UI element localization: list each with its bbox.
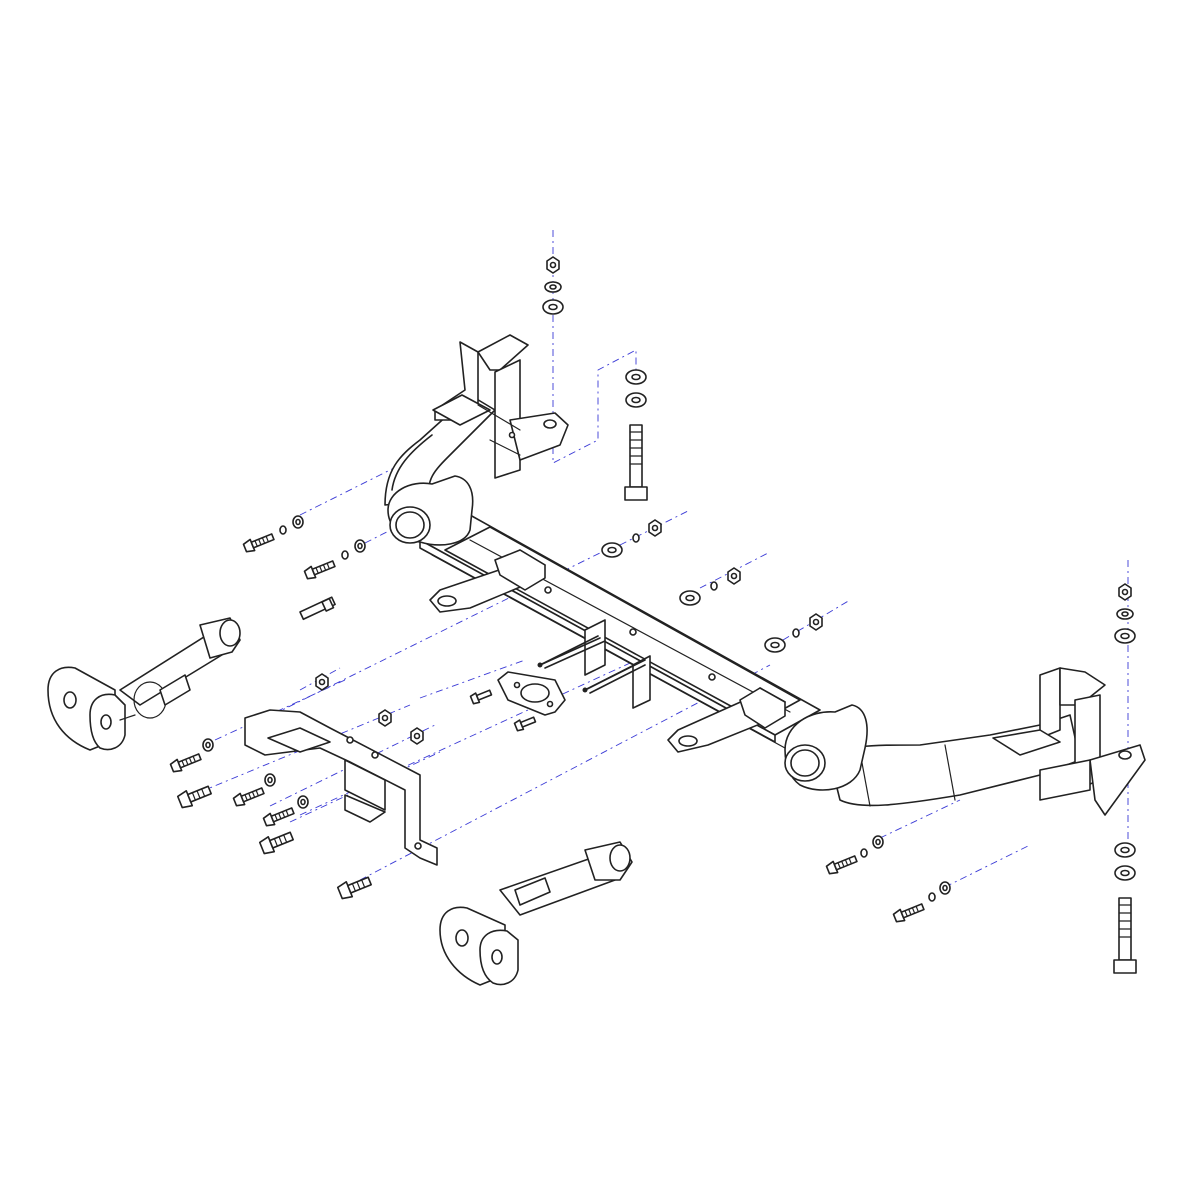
lock-washer-icon [792, 628, 800, 638]
lock-washer-icon [632, 533, 640, 543]
washer-icon [1114, 628, 1136, 644]
washer-icon [625, 369, 647, 385]
right-side-bolts [824, 835, 951, 925]
bolt-icon [176, 785, 212, 809]
lock-washer-icon [341, 550, 349, 560]
nut-icon [378, 709, 392, 727]
lock-washer-icon [710, 581, 718, 591]
bolt-icon [469, 689, 493, 705]
bolt-icon [231, 784, 266, 809]
top-right-fastener-stack [1113, 583, 1137, 974]
top-left-fastener-stack [542, 256, 648, 501]
washer-icon [1114, 865, 1136, 881]
left-mount-arm [384, 334, 569, 546]
washer-icon [292, 515, 304, 529]
bolt-icon [261, 804, 296, 829]
nut-icon [809, 613, 823, 631]
bolt-icon [258, 831, 294, 855]
left-mount-plate [244, 709, 438, 866]
bolt-icon [302, 557, 337, 582]
right-mount-arm [784, 667, 1146, 816]
nut-icon [1118, 583, 1132, 601]
bolt-icon [891, 900, 926, 925]
washer-icon [872, 835, 884, 849]
right-clevis-arm [439, 841, 633, 986]
washer-icon [764, 637, 786, 653]
nut-icon [546, 256, 560, 274]
pin-icon [299, 596, 336, 621]
bolt-icon [241, 530, 276, 555]
left-ear-tab [429, 549, 546, 613]
nut-icon [410, 727, 424, 745]
washer-icon [939, 881, 951, 895]
right-ear-tab [667, 687, 786, 753]
nut-icon [648, 519, 662, 537]
washer-icon [601, 542, 623, 558]
bolt-icon [824, 852, 859, 877]
bolt-icon [513, 716, 537, 732]
bolt-icon [336, 876, 372, 900]
bolt-icon [1113, 897, 1137, 974]
lock-washer-icon [1116, 608, 1134, 620]
washer-icon [542, 299, 564, 315]
washer-icon [297, 795, 309, 809]
lock-washer-icon [544, 281, 562, 293]
lock-washer-icon [928, 892, 936, 902]
center-studs [537, 635, 646, 693]
nut-icon [727, 567, 741, 585]
nut-icon [315, 673, 329, 691]
bolt-icon [624, 424, 648, 501]
washer-icon [625, 392, 647, 408]
lock-washer-icon [860, 848, 868, 858]
left-clevis-arm [47, 617, 241, 751]
washer-icon [264, 773, 276, 787]
left-side-bolts [168, 515, 537, 900]
lock-washer-icon [279, 525, 287, 535]
center-brackets [539, 586, 716, 709]
washer-icon [679, 590, 701, 606]
washer-icon [1114, 842, 1136, 858]
washer-icon [202, 738, 214, 752]
washer-icon [354, 539, 366, 553]
center-shim-plate [497, 671, 566, 716]
bolt-icon [168, 750, 203, 775]
